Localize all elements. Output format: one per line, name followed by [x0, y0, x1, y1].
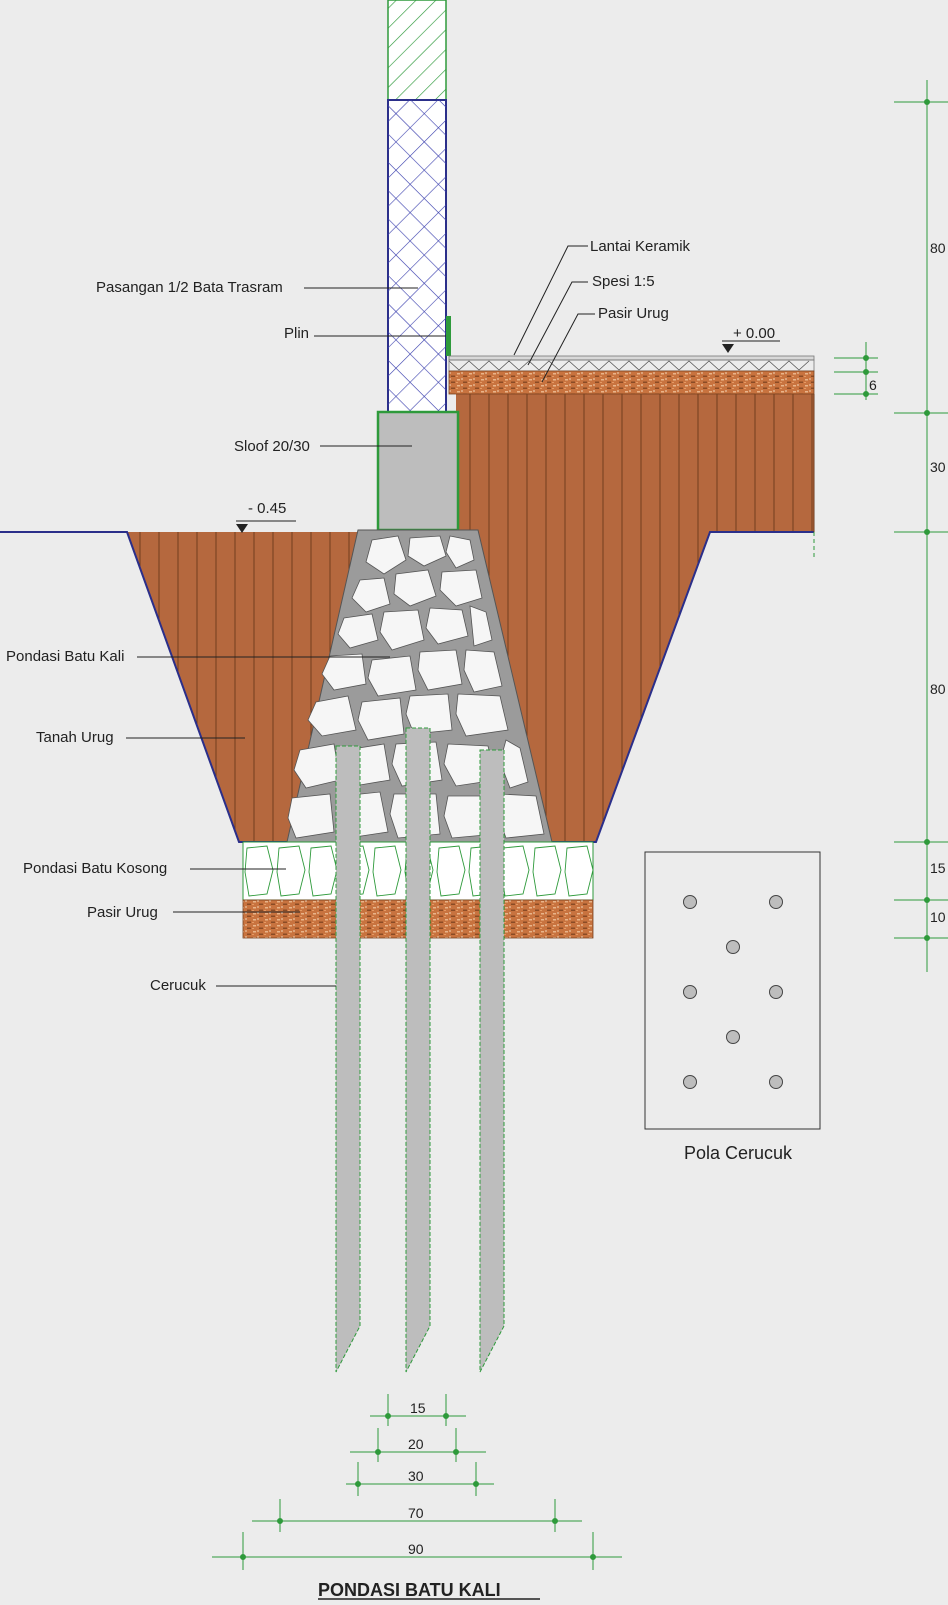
kosong-stone: [436, 845, 466, 897]
stone: [425, 607, 469, 645]
label-spesi: Spesi 1:5: [592, 273, 655, 290]
label-pasangan-bata: Pasangan 1/2 Bata Trasram: [96, 279, 283, 296]
dim-20: 20: [408, 1436, 424, 1452]
stone: [367, 655, 417, 697]
stone: [365, 535, 407, 575]
sand-layer-top: [448, 370, 815, 395]
stone: [393, 569, 437, 607]
leader-lines: [126, 245, 595, 987]
stone: [463, 649, 503, 693]
soil-lines-left: [139, 532, 350, 842]
dim-15: 15: [410, 1400, 426, 1416]
dim-sloof: 30: [930, 459, 946, 475]
stone: [357, 697, 405, 741]
dim-70: 70: [408, 1505, 424, 1521]
dim-floor-layers: 6: [869, 377, 877, 393]
kosong-stone: [276, 845, 306, 897]
dim-pasir: 10: [930, 909, 946, 925]
stone: [497, 793, 545, 839]
stone: [351, 577, 391, 613]
level-floor-text: + 0.00: [733, 325, 775, 342]
kosong-stone: [244, 845, 274, 897]
dim-wall: 80: [930, 240, 946, 256]
kosong-stone: [532, 845, 562, 897]
stone: [469, 605, 493, 647]
stone: [287, 793, 335, 839]
dim-foundation: 80: [930, 681, 946, 697]
label-pasir-urug-bottom: Pasir Urug: [87, 904, 158, 921]
brick-wall-hatch: [388, 100, 446, 412]
label-pondasi-batu-kosong: Pondasi Batu Kosong: [23, 860, 167, 877]
level-marker-floor: + 0.00: [722, 325, 780, 353]
pile-pattern-box: [644, 851, 821, 1130]
pile-3: [479, 749, 505, 1373]
wall-upper-hatch: [388, 0, 446, 100]
stone: [439, 569, 483, 607]
label-cerucuk: Cerucuk: [150, 977, 206, 994]
piles: [335, 727, 505, 1373]
pile-2: [405, 727, 431, 1373]
pile-pattern-caption: Pola Cerucuk: [684, 1143, 793, 1163]
kosong-stone: [372, 845, 402, 897]
dim-batu-kosong: 15: [930, 860, 946, 876]
stone: [321, 653, 367, 691]
dim-90: 90: [408, 1541, 424, 1557]
dimension-lines-bottom: [212, 1394, 622, 1570]
spesi-layer: [448, 360, 810, 371]
stone: [405, 693, 453, 735]
sloof-beam: [376, 410, 460, 532]
stone: [445, 535, 475, 569]
stone: [337, 613, 379, 649]
label-pondasi-batu-kali: Pondasi Batu Kali: [6, 648, 124, 665]
plin: [446, 316, 451, 356]
kosong-stone: [564, 845, 594, 897]
label-lantai-keramik: Lantai Keramik: [590, 238, 691, 255]
stone: [307, 695, 357, 737]
drawing-title: PONDASI BATU KALI: [318, 1580, 501, 1600]
level-marker-ground: - 0.45: [236, 500, 296, 533]
label-tanah-urug: Tanah Urug: [36, 729, 114, 746]
level-ground-text: - 0.45: [248, 500, 286, 517]
kosong-stone: [308, 845, 338, 897]
label-pasir-urug-top: Pasir Urug: [598, 305, 669, 322]
stone: [455, 693, 509, 737]
pile-pattern-dots: [683, 895, 783, 1089]
label-sloof: Sloof 20/30: [234, 438, 310, 455]
floor-tile-layer: [448, 355, 815, 361]
stone: [293, 743, 341, 789]
pile-pattern: Pola Cerucuk: [644, 851, 821, 1163]
dimension-chain-right: [834, 80, 948, 972]
pile-1: [335, 745, 361, 1373]
stone: [417, 649, 463, 691]
stone: [407, 535, 447, 567]
stone: [379, 609, 425, 651]
soil-fill-right: [456, 394, 814, 842]
dim-30: 30: [408, 1468, 424, 1484]
label-plin: Plin: [284, 325, 309, 342]
